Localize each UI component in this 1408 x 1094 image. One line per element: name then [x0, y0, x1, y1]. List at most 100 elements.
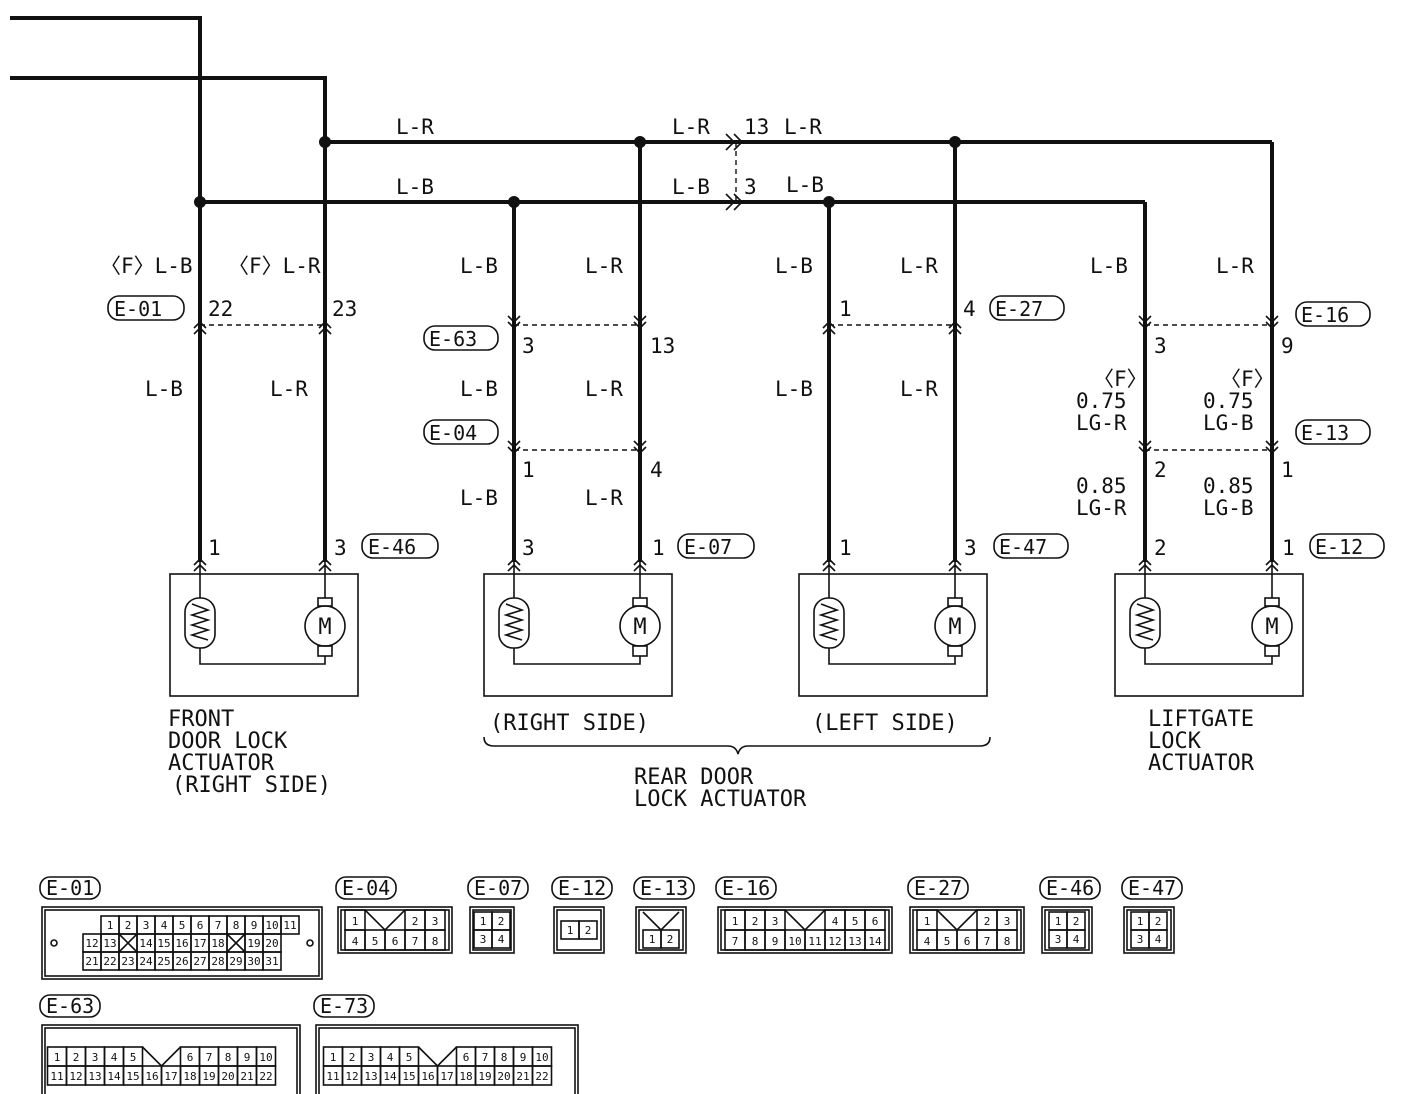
pin-e16-3: 3 — [1154, 334, 1167, 358]
connector-pin-number: 14 — [107, 1070, 121, 1083]
connector-pin-number: 13 — [103, 937, 116, 950]
label-bus-lb: L-B — [396, 175, 434, 199]
connector-pin-number: 5 — [179, 919, 186, 932]
label-rr-lb-3: L-B — [460, 486, 498, 510]
svg-text:E-27: E-27 — [995, 297, 1043, 321]
pin-rl-1: 1 — [839, 536, 852, 560]
connector-pin-number: 8 — [432, 935, 439, 948]
connector-chevron — [193, 320, 207, 335]
connector-pin-number: 7 — [984, 935, 991, 948]
connector-pin-number: 3 — [432, 915, 439, 928]
motor-letter: M — [1265, 615, 1278, 640]
connector-pin-number: 16 — [175, 937, 188, 950]
connector-pin-number: 3 — [1004, 915, 1011, 928]
connector-pin-number: 19 — [247, 937, 260, 950]
connector-pin-number: 17 — [193, 937, 206, 950]
connector-pin-number: 9 — [244, 1051, 251, 1064]
connector-pin-number: 3 — [368, 1051, 375, 1064]
label-front-lr-upper: 〈F〉L-R — [228, 254, 321, 278]
connector-pin-number: 4 — [924, 935, 931, 948]
connector-pin-number: 5 — [406, 1051, 413, 1064]
connector-pin-number: 31 — [265, 955, 278, 968]
svg-text:E-13: E-13 — [1301, 421, 1349, 445]
connector-tag-e13: E-13 — [1295, 419, 1371, 445]
label-lg-085-right: 0.85 — [1203, 474, 1254, 498]
connector-pin-number: 14 — [383, 1070, 397, 1083]
connector-pin-number: 2 — [1073, 915, 1080, 928]
connector-pin-number: 9 — [251, 919, 258, 932]
connector-pin-number: 11 — [326, 1070, 339, 1083]
connector-chevron — [1265, 440, 1279, 455]
connector-pin-number: 17 — [440, 1070, 453, 1083]
connector-pin-number: 21 — [85, 955, 98, 968]
label-split-lr-pin: 13 — [744, 115, 769, 139]
connector-pin-number: 7 — [732, 935, 739, 948]
pin-e01-22: 22 — [208, 297, 233, 321]
connector-pin-number: 28 — [211, 955, 224, 968]
label-split-lb-pin: 3 — [744, 175, 757, 199]
connector-pin-number: 22 — [103, 955, 116, 968]
connector-pin-number: 8 — [233, 919, 240, 932]
connector-pin-number: 2 — [1155, 915, 1162, 928]
bus-labels: L-R L-R 13 L-R L-B L-B 3 L-B — [396, 115, 824, 199]
pin-front-1: 1 — [208, 536, 221, 560]
connector-pin-number: 3 — [772, 915, 779, 928]
svg-text:E-04: E-04 — [429, 421, 477, 445]
wire-feed-lr — [10, 76, 327, 142]
label-lg-075-right: 0.75 — [1203, 389, 1254, 413]
connector-pin-number: 7 — [215, 919, 222, 932]
connector-pin-number: 12 — [345, 1070, 358, 1083]
connector-pin-number: 15 — [126, 1070, 139, 1083]
connector-pin-number: 10 — [259, 1051, 272, 1064]
label-front-lb-upper: 〈F〉L-B — [100, 254, 193, 278]
connector-pin-number: 1 — [924, 915, 931, 928]
svg-text:E-01: E-01 — [114, 297, 162, 321]
connector-pin-number: 4 — [498, 933, 505, 946]
connector-pin-number: 20 — [265, 937, 278, 950]
connector-pin-number: 21 — [240, 1070, 253, 1083]
connector-pin-number: 3 — [92, 1051, 99, 1064]
connector-tag-e47: E-47 — [993, 533, 1069, 559]
label-rl-lb-2: L-B — [775, 377, 813, 401]
pin-e27-1: 1 — [839, 297, 852, 321]
svg-text:E-12: E-12 — [1315, 535, 1363, 559]
rear-right-name: (RIGHT SIDE) — [490, 711, 649, 736]
label-rr-lr-2: L-R — [585, 377, 623, 401]
front-door-branch: 〈F〉L-B 〈F〉L-R E-01 22 23 L-B L-R 1 3 E-4… — [100, 142, 439, 562]
label-lg-075-left: 0.75 — [1076, 389, 1127, 413]
connector-view-label: E-01 — [46, 876, 94, 900]
connector-pin-number: 10 — [788, 935, 801, 948]
pin-lg-2: 2 — [1154, 536, 1167, 560]
connector-pin-number: 14 — [139, 937, 153, 950]
label-lg-lb-1: L-B — [1090, 254, 1128, 278]
connector-pin-number: 2 — [667, 933, 674, 946]
connector-pin-number: 13 — [88, 1070, 101, 1083]
connector-pin-number: 3 — [1055, 933, 1062, 946]
connector-pin-number: 10 — [535, 1051, 548, 1064]
rear-left-name: (LEFT SIDE) — [812, 711, 958, 736]
label-bus-lr-right: L-R — [672, 115, 710, 139]
connector-pin-number: 1 — [352, 915, 359, 928]
connector-pin-number: 20 — [497, 1070, 510, 1083]
connector-pin-number: 1 — [107, 919, 114, 932]
motor-letter: M — [318, 615, 331, 640]
connector-pin-number: 2 — [349, 1051, 356, 1064]
connector-pin-number: 18 — [459, 1070, 472, 1083]
connector-pin-number: 27 — [193, 955, 206, 968]
pin-lg-1: 1 — [1282, 536, 1295, 560]
connector-pin-number: 16 — [145, 1070, 158, 1083]
connector-pin-number: 1 — [649, 933, 656, 946]
pin-rr-1: 1 — [652, 536, 665, 560]
connector-pin-number: 1 — [54, 1051, 61, 1064]
connector-pin-number: 4 — [387, 1051, 394, 1064]
connector-pin-number: 8 — [1004, 935, 1011, 948]
connector-pin-number: 19 — [202, 1070, 215, 1083]
label-rr-lr-3: L-R — [585, 486, 623, 510]
connector-pin-number: 12 — [69, 1070, 82, 1083]
connector-pin-number: 18 — [183, 1070, 196, 1083]
label-front-lr-lower: L-R — [270, 377, 308, 401]
connector-pin-number: 16 — [421, 1070, 434, 1083]
